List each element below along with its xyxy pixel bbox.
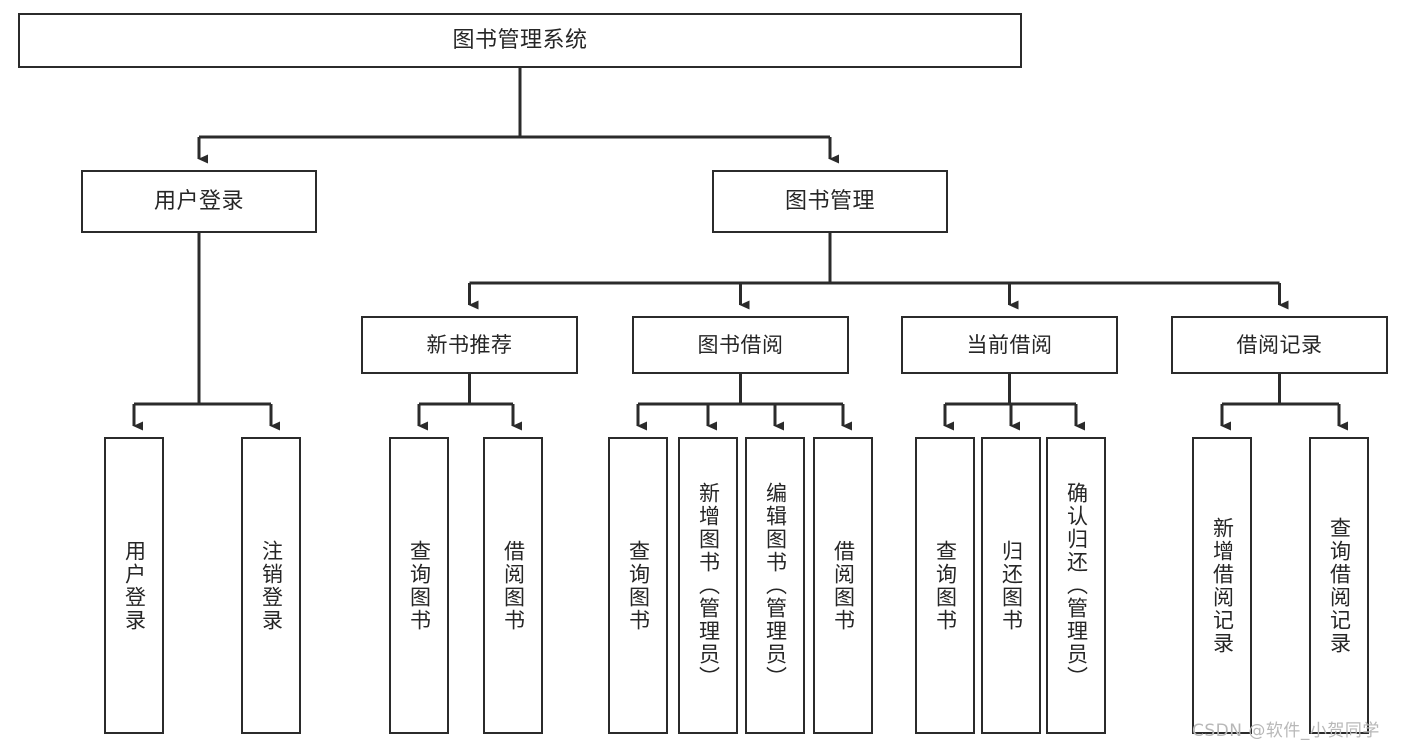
node-label: 查询借阅记录 xyxy=(1327,516,1352,655)
node-label: 当前借阅 xyxy=(966,332,1053,357)
node-leaf-borrow-book-1[interactable]: 借阅图书 xyxy=(483,437,543,734)
node-leaf-add-borrow-record[interactable]: 新增借阅记录 xyxy=(1192,437,1252,734)
node-book-manage[interactable]: 图书管理 xyxy=(712,170,948,233)
node-label: 用户登录 xyxy=(153,188,244,214)
node-label: 图书借阅 xyxy=(697,332,784,357)
node-label: 新增借阅记录 xyxy=(1210,516,1235,655)
node-label: 新增图书（管理员） xyxy=(696,482,721,689)
csdn-watermark: CSDN @软件_小贺同学 xyxy=(1192,721,1380,741)
node-label: 确认归还（管理员） xyxy=(1064,482,1089,689)
node-label: 用户登录 xyxy=(122,539,147,632)
node-leaf-user-logout[interactable]: 注销登录 xyxy=(241,437,301,734)
node-label: 借阅图书 xyxy=(831,539,856,632)
node-leaf-query-book-2[interactable]: 查询图书 xyxy=(608,437,668,734)
node-leaf-query-borrow-record[interactable]: 查询借阅记录 xyxy=(1309,437,1369,734)
node-label: 编辑图书（管理员） xyxy=(763,482,788,689)
node-leaf-borrow-book-2[interactable]: 借阅图书 xyxy=(813,437,873,734)
node-label: 借阅记录 xyxy=(1236,332,1323,357)
node-leaf-return-book[interactable]: 归还图书 xyxy=(981,437,1041,734)
node-leaf-user-login[interactable]: 用户登录 xyxy=(104,437,164,734)
node-leaf-add-book-admin[interactable]: 新增图书（管理员） xyxy=(678,437,738,734)
node-leaf-query-book-3[interactable]: 查询图书 xyxy=(915,437,975,734)
node-label: 图书管理 xyxy=(784,188,875,214)
node-label: 查询图书 xyxy=(626,539,651,632)
node-current-borrow[interactable]: 当前借阅 xyxy=(901,316,1118,374)
node-label: 借阅图书 xyxy=(501,539,526,632)
node-leaf-edit-book-admin[interactable]: 编辑图书（管理员） xyxy=(745,437,805,734)
node-borrow-record[interactable]: 借阅记录 xyxy=(1171,316,1388,374)
node-label: 查询图书 xyxy=(407,539,432,632)
node-label: 注销登录 xyxy=(259,539,284,632)
node-label: 查询图书 xyxy=(933,539,958,632)
node-label: 图书管理系统 xyxy=(452,27,588,53)
node-leaf-query-book-1[interactable]: 查询图书 xyxy=(389,437,449,734)
node-root[interactable]: 图书管理系统 xyxy=(18,13,1022,68)
node-label: 新书推荐 xyxy=(426,332,513,357)
node-user-login[interactable]: 用户登录 xyxy=(81,170,317,233)
node-label: 归还图书 xyxy=(999,539,1024,632)
node-new-book-rec[interactable]: 新书推荐 xyxy=(361,316,578,374)
node-book-borrow[interactable]: 图书借阅 xyxy=(632,316,849,374)
node-leaf-confirm-return-admin[interactable]: 确认归还（管理员） xyxy=(1046,437,1106,734)
